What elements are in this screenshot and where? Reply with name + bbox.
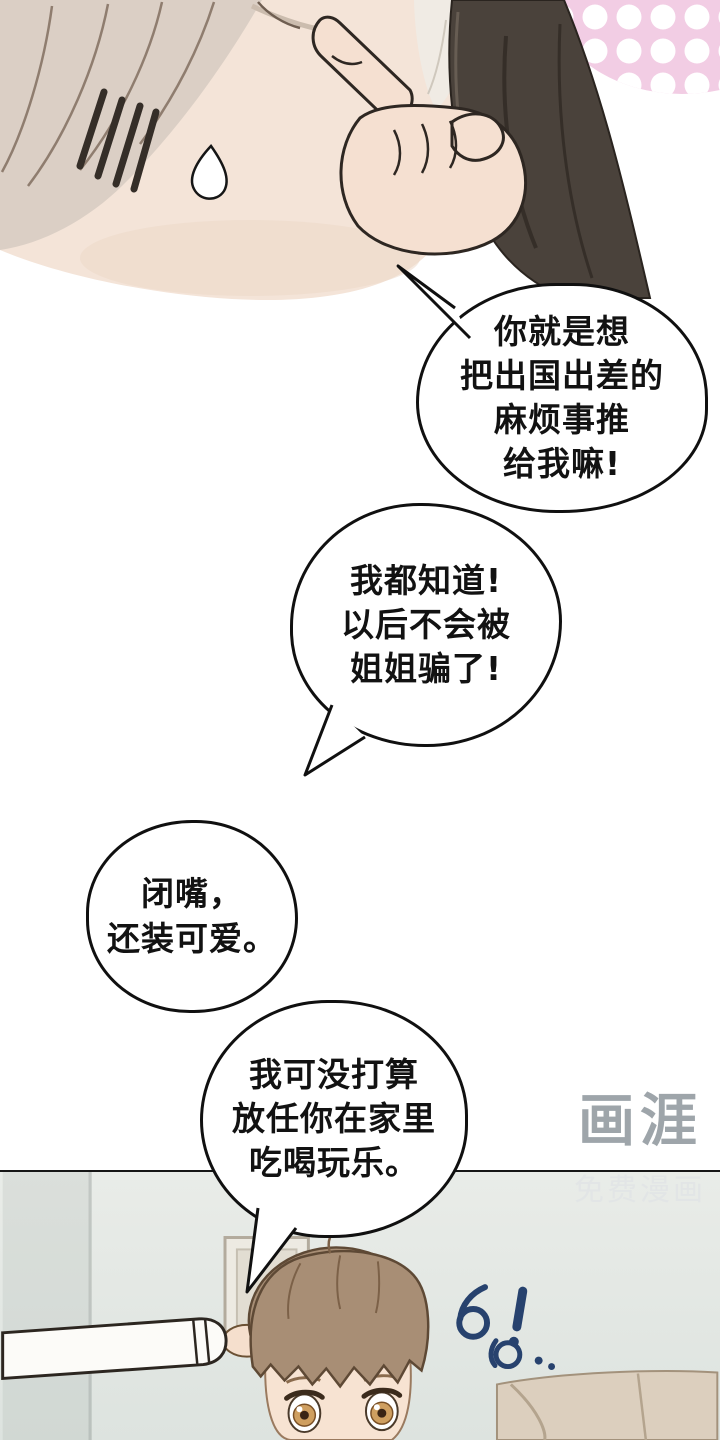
speech-bubble-4-text: 我可没打算 放任你在家里 吃喝玩乐。 [232, 1054, 436, 1183]
pointing-hand [311, 15, 527, 256]
speech-bubble-2-text: 我都知道! 以后不会被 姐姐骗了! [341, 560, 511, 689]
watermark-logo: 画涯 [578, 1088, 702, 1154]
surprise-sfx-icon [456, 1284, 556, 1371]
sweat-drop [190, 144, 228, 200]
boy-hair-fringe [249, 1249, 430, 1389]
watermark-tagline: 免费漫画 [574, 1172, 706, 1208]
speech-bubble-4-tail [245, 1207, 298, 1294]
speech-bubble-4: 我可没打算 放任你在家里 吃喝玩乐。 [200, 1000, 468, 1238]
eyebrow-strokes [76, 88, 160, 193]
polka-dot-blanket [548, 0, 720, 94]
watermark: 画涯 免费漫画 [574, 1090, 706, 1209]
speech-bubble-2: 我都知道! 以后不会被 姐姐骗了! [290, 503, 562, 747]
speech-bubble-1: 你就是想 把出国出差的 麻烦事推 给我嘛! [416, 283, 708, 513]
sofa [495, 1370, 719, 1440]
speech-bubble-3-text: 闭嘴， 还装可爱。 [107, 874, 277, 958]
speech-bubble-1-tail [396, 264, 472, 340]
boy [247, 1226, 430, 1440]
wall-shade [2, 1172, 93, 1440]
panel-bottom-canvas [1, 1172, 719, 1440]
panel-top-artwork [0, 0, 720, 310]
boy-eyes [284, 1374, 403, 1434]
speech-bubble-1-text: 你就是想 把出国出差的 麻烦事推 给我嘛! [460, 311, 664, 484]
speech-bubble-2-tail [303, 704, 366, 777]
speech-bubble-3: 闭嘴， 还装可爱。 [86, 820, 298, 1013]
panel-top-canvas [0, 0, 720, 301]
